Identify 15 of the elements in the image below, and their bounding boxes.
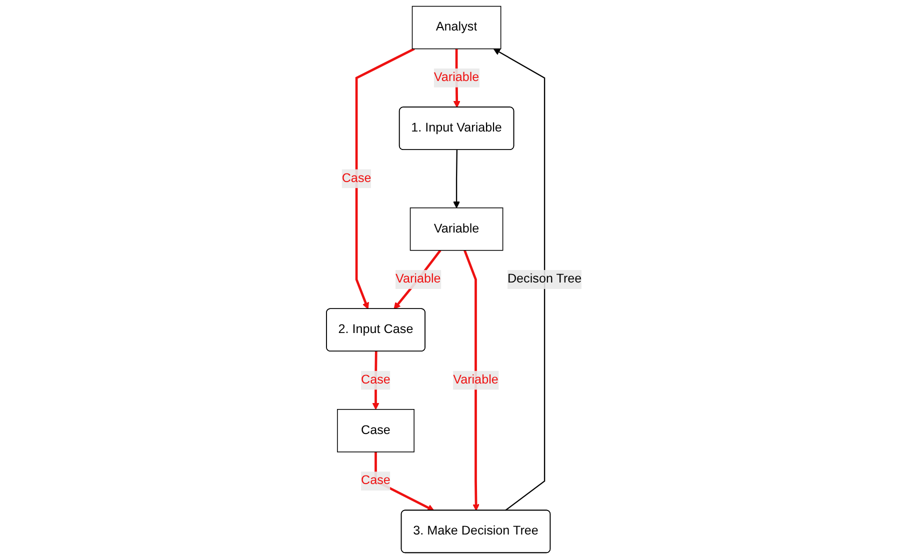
- arrow: [464, 250, 480, 511]
- arrow: [394, 250, 442, 310]
- edge-label: Case: [342, 172, 372, 186]
- node-box: Case: [337, 409, 415, 452]
- edge-label: Variable: [454, 373, 499, 387]
- edge-label: Variable: [396, 272, 442, 286]
- edge-label: Case: [361, 474, 391, 488]
- node-box: Analyst: [412, 6, 502, 50]
- arrow: [356, 48, 416, 310]
- arrow: [454, 150, 460, 208]
- edge-label: Variable: [434, 70, 480, 84]
- arrow: [494, 48, 546, 512]
- node-box: Variable: [410, 207, 504, 251]
- edge-label: Decison Tree: [508, 272, 582, 286]
- edge-label: Case: [361, 373, 391, 387]
